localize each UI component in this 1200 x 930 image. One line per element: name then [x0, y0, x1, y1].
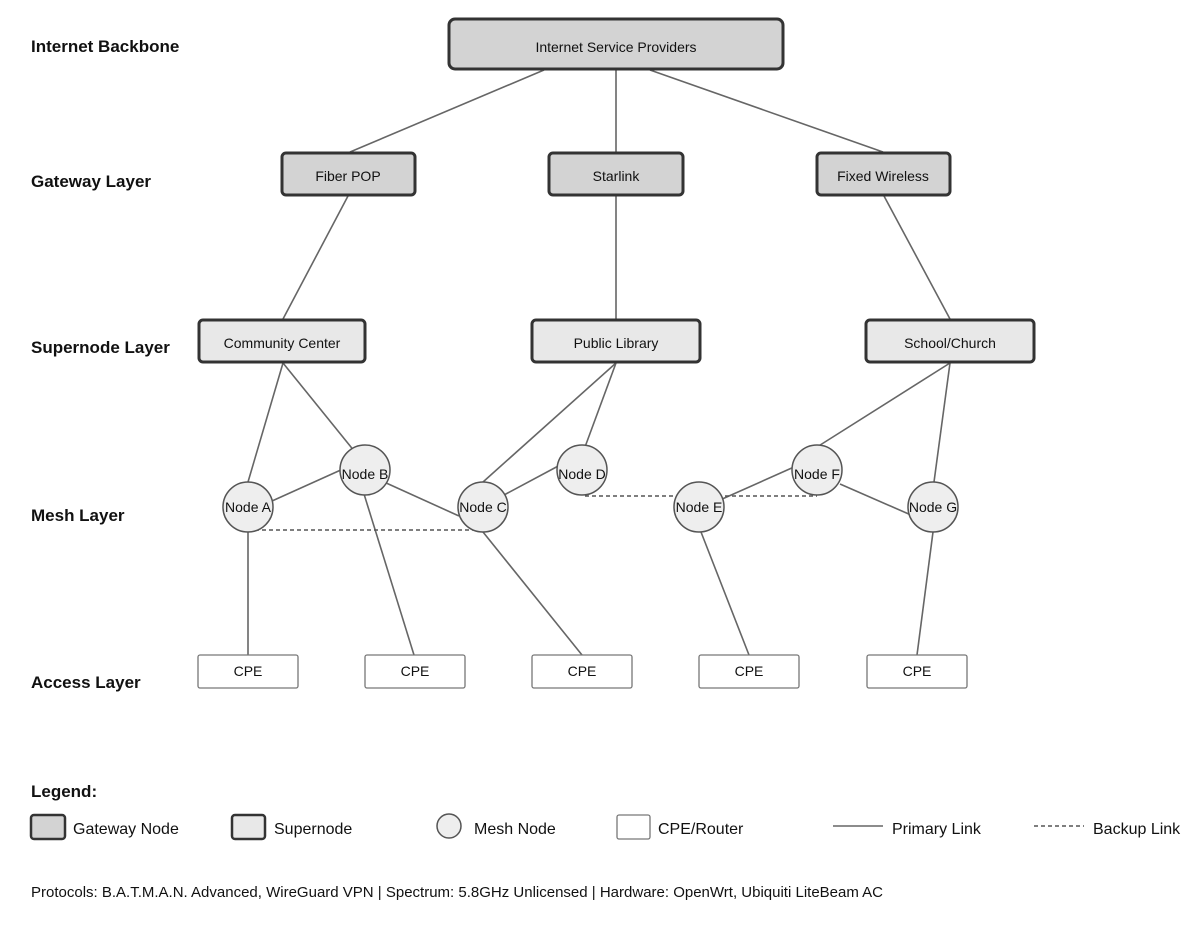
cpe-2-label: CPE — [401, 663, 430, 679]
mesh-node-f: Node F — [791, 444, 843, 496]
mesh-node-d-label: Node D — [558, 466, 605, 482]
cpe-4-label: CPE — [735, 663, 764, 679]
mesh-node-g: Node G — [907, 481, 959, 533]
mesh-node-e: Node E — [673, 481, 725, 533]
starlink-node: Starlink — [547, 151, 685, 197]
mesh-node-a-label: Node A — [225, 499, 272, 515]
link-node-c-cpe — [482, 531, 583, 656]
layer-label-mesh: Mesh Layer — [31, 506, 125, 525]
link-node-g-cpe — [916, 531, 934, 656]
fixed-wireless-label: Fixed Wireless — [837, 168, 929, 184]
legend-gateway-label: Gateway Node — [73, 821, 179, 838]
cpe-3: CPE — [531, 654, 633, 689]
legend-supernode-swatch — [230, 813, 267, 841]
mesh-node-d: Node D — [556, 444, 608, 496]
legend-primary-label: Primary Link — [892, 821, 982, 838]
layer-label-backbone: Internet Backbone — [31, 37, 179, 56]
link-node-e-node-f — [719, 466, 795, 501]
link-library-node-c — [482, 362, 617, 483]
mesh-node-f-label: Node F — [794, 466, 840, 482]
legend-cpe-swatch — [616, 814, 651, 840]
mesh-node-g-label: Node G — [909, 499, 957, 515]
legend-gateway-swatch — [29, 813, 67, 841]
layer-label-access: Access Layer — [31, 673, 141, 692]
cpe-3-label: CPE — [568, 663, 597, 679]
cpe-4: CPE — [698, 654, 800, 689]
cpe-5: CPE — [866, 654, 968, 689]
community-center-node: Community Center — [197, 318, 367, 364]
link-school-node-g — [933, 362, 951, 483]
link-community-node-b — [282, 362, 356, 453]
legend-supernode-label: Supernode — [274, 821, 352, 838]
cpe-1-label: CPE — [234, 663, 263, 679]
link-node-c-node-d — [503, 463, 563, 496]
community-center-label: Community Center — [224, 335, 341, 351]
primary-links — [247, 69, 951, 656]
link-node-e-cpe — [700, 531, 750, 656]
isp-node: Internet Service Providers — [447, 17, 785, 71]
mesh-node-b-label: Node B — [342, 466, 389, 482]
layer-label-gateway: Gateway Layer — [31, 172, 151, 191]
link-community-node-a — [247, 362, 284, 483]
legend-backup-label: Backup Link — [1093, 821, 1181, 838]
mesh-node-c: Node C — [457, 481, 509, 533]
link-node-f-node-g — [839, 483, 912, 516]
cpe-5-label: CPE — [903, 663, 932, 679]
link-isp-fiber — [349, 69, 545, 153]
link-fixed-school — [883, 195, 951, 320]
mesh-node-c-label: Node C — [459, 499, 506, 515]
link-node-b-node-c — [383, 481, 460, 517]
fixed-wireless-node: Fixed Wireless — [815, 151, 952, 197]
legend-mesh-label: Mesh Node — [474, 821, 556, 838]
link-node-b-cpe — [363, 493, 415, 656]
legend-title: Legend: — [31, 782, 97, 801]
mesh-node-a: Node A — [222, 481, 274, 533]
link-node-a-node-b — [271, 468, 344, 502]
isp-label: Internet Service Providers — [535, 39, 696, 55]
backup-links — [248, 495, 817, 531]
layer-label-supernode: Supernode Layer — [31, 338, 170, 357]
school-church-label: School/Church — [904, 335, 996, 351]
public-library-label: Public Library — [574, 335, 659, 351]
legend-cpe-label: CPE/Router — [658, 821, 744, 838]
public-library-node: Public Library — [530, 318, 702, 364]
link-library-node-d — [584, 362, 617, 448]
school-church-node: School/Church — [864, 318, 1036, 364]
link-isp-fixed — [649, 69, 884, 153]
link-fiber-community — [282, 195, 349, 320]
fiber-pop-node: Fiber POP — [280, 151, 417, 197]
starlink-label: Starlink — [593, 168, 641, 184]
footer-protocols: Protocols: B.A.T.M.A.N. Advanced, WireGu… — [31, 884, 883, 901]
legend: Legend: Gateway Node Supernode Mesh Node… — [29, 782, 1181, 841]
cpe-1: CPE — [197, 654, 299, 689]
link-school-node-f — [816, 362, 951, 448]
cpe-2: CPE — [364, 654, 466, 689]
mesh-node-e-label: Node E — [676, 499, 723, 515]
legend-mesh-swatch — [436, 813, 462, 839]
fiber-pop-label: Fiber POP — [315, 168, 380, 184]
mesh-node-b: Node B — [339, 444, 391, 496]
